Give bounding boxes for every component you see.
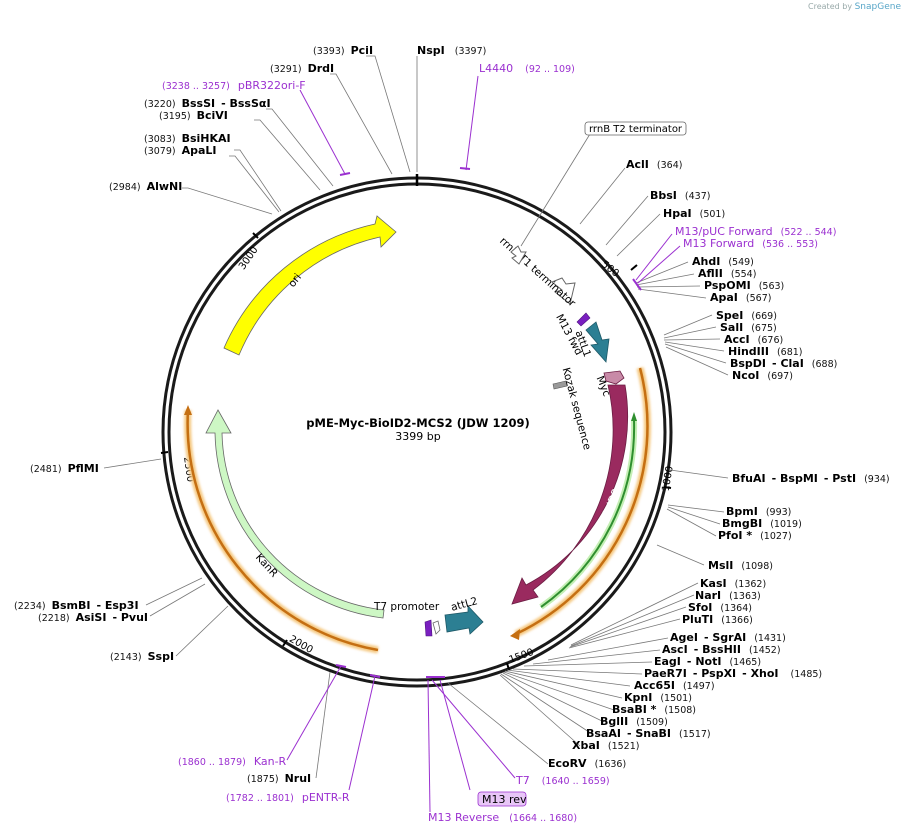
primer-m13-rev[interactable]: M13 rev: [482, 793, 527, 806]
plasmid-length: 3399 bp: [395, 430, 440, 443]
enzyme-pcii[interactable]: (3393)PciI: [313, 44, 373, 57]
enzyme-apai[interactable]: ApaI(567): [710, 291, 771, 304]
enzyme-bspdi[interactable]: BspDI- ClaI(688): [730, 357, 837, 370]
attl2-arrow[interactable]: [444, 604, 484, 635]
rrnb-t2-arrow[interactable]: [510, 245, 527, 265]
bioid2-arrow[interactable]: [511, 384, 629, 605]
enzyme-asisi[interactable]: (2218)AsiSI- PvuI: [38, 611, 148, 624]
enzyme-nrui[interactable]: (1875)NruI: [247, 772, 311, 785]
kozak-label: Kozak sequence: [560, 366, 594, 451]
enzyme-bsaai[interactable]: BsaAI- SnaBI(1517): [586, 727, 711, 740]
primer-labels: L4440(92 .. 109) (3238 .. 3257)pBR322ori…: [162, 62, 836, 824]
enzyme-acci[interactable]: AccI(676): [724, 333, 783, 346]
enzyme-labels: (3393)PciI NspI(3397) (3291)DrdI (3220)B…: [14, 44, 890, 785]
tick-mark: [506, 662, 510, 671]
tick-mark: [282, 639, 288, 647]
kozak-mark[interactable]: [552, 380, 568, 390]
enzyme-leaders: [103, 55, 729, 779]
enzyme-bsihkai[interactable]: (3083)BsiHKAI: [144, 132, 231, 145]
green-feature[interactable]: [540, 419, 636, 608]
enzyme-agei[interactable]: AgeI- SgrAI(1431): [670, 631, 786, 644]
snapgene-credit: Created by SnapGene: [808, 2, 901, 12]
plasmid-name: pME-Myc-BioID2-MCS2 (JDW 1209): [306, 416, 529, 430]
enzyme-kpni[interactable]: KpnI(1501): [624, 691, 692, 704]
tick-mark: [160, 451, 169, 454]
enzyme-pluti[interactable]: PluTI(1366): [682, 613, 753, 626]
enzyme-nspi[interactable]: NspI(3397): [417, 44, 486, 57]
primer-pbr322ori-f[interactable]: (3238 .. 3257)pBR322ori-F: [162, 79, 306, 92]
enzyme-xbai[interactable]: XbaI(1521): [572, 739, 639, 752]
primer-leaders: [286, 75, 681, 813]
enzyme-bsssi[interactable]: (3220)BssSI- BssSαI: [144, 97, 271, 110]
enzyme-hpai[interactable]: HpaI(501): [663, 207, 725, 220]
m13-rev-highlight: [477, 791, 527, 807]
enzyme-kasi[interactable]: KasI(1362): [700, 577, 766, 590]
primer-m13-forward[interactable]: M13 Forward(536 .. 553): [683, 237, 818, 250]
enzyme-hindiii[interactable]: HindIII(681): [728, 345, 803, 358]
enzyme-drdi[interactable]: (3291)DrdI: [270, 62, 334, 75]
tick-mark: [630, 264, 638, 271]
t7-promoter-label: T7 promoter: [373, 601, 440, 613]
enzyme-sali[interactable]: SalI(675): [720, 321, 777, 334]
features: ori KanR BioID2 Myc attL1 M13 fwd rrnB T…: [184, 121, 687, 654]
enzyme-ecorv[interactable]: EcoRV(1636): [548, 757, 626, 770]
t7-promoter-arrow[interactable]: [432, 620, 441, 635]
rrnb-t2-label: rrnB T2 terminator: [589, 124, 683, 135]
rrnb-t1-label: rrnB T1 terminator: [497, 235, 578, 310]
m13-fwd-arrow[interactable]: [576, 312, 591, 327]
enzyme-paer7i[interactable]: PaeR7I- PspXI- XhoI(1485): [644, 667, 822, 680]
enzyme-asci[interactable]: AscI- BssHII(1452): [662, 643, 781, 656]
enzyme-spei[interactable]: SpeI(669): [716, 309, 777, 322]
primer-m13-reverse[interactable]: M13 Reverse(1664 .. 1680): [428, 811, 577, 824]
tick-mark: [252, 232, 259, 239]
enzyme-bsmbi[interactable]: (2234)BsmBI- Esp3I: [14, 599, 139, 612]
enzyme-sfoi[interactable]: SfoI(1364): [688, 601, 752, 614]
enzyme-msli[interactable]: MslI(1098): [708, 559, 773, 572]
enzyme-bbsi[interactable]: BbsI(437): [650, 189, 710, 202]
primer-t7[interactable]: T7(1640 .. 1659): [515, 774, 610, 787]
enzyme-acc65i[interactable]: Acc65I(1497): [634, 679, 715, 692]
primer-l4440[interactable]: L4440(92 .. 109): [479, 62, 575, 75]
enzyme-sspi[interactable]: (2143)SspI: [110, 650, 174, 663]
primer-m13-puc-forward[interactable]: M13/pUC Forward(522 .. 544): [675, 225, 836, 238]
enzyme-ncoi[interactable]: NcoI(697): [732, 369, 793, 382]
enzyme-acli[interactable]: AclI(364): [626, 158, 682, 171]
tick-label-1000: 1000: [661, 465, 676, 492]
attl1-arrow[interactable]: [585, 321, 610, 363]
attl2-label: attL2: [450, 595, 479, 614]
myc-arrow[interactable]: [603, 370, 625, 385]
primer-kan-r[interactable]: (1860 .. 1879)Kan-R: [178, 755, 287, 768]
enzyme-apali[interactable]: (3079)ApaLI: [144, 144, 217, 157]
enzyme-eagi[interactable]: EagI- NotI(1465): [654, 655, 761, 668]
ori-arrow[interactable]: [223, 215, 397, 356]
tick-mark: [663, 486, 672, 489]
t7-primer-mark[interactable]: [424, 619, 433, 637]
enzyme-aflii[interactable]: AflII(554): [698, 267, 756, 280]
enzyme-bfuai[interactable]: BfuAI- BspMI- PstI(934): [732, 472, 890, 485]
enzyme-pfoi[interactable]: PfoI *(1027): [718, 529, 792, 542]
enzyme-bpmi[interactable]: BpmI(993): [726, 505, 791, 518]
enzyme-bcivi[interactable]: (3195)BciVI: [159, 109, 228, 122]
rrnb-t2-leader: [520, 133, 591, 247]
credit-text: Created by: [808, 2, 853, 11]
orange-feature-right[interactable]: [515, 367, 649, 636]
snapgene-logo: SnapGene: [854, 2, 901, 12]
enzyme-alwni[interactable]: (2984)AlwNI: [109, 180, 182, 193]
enzyme-ahdi[interactable]: AhdI(549): [692, 255, 754, 268]
enzyme-nari[interactable]: NarI(1363): [695, 589, 761, 602]
rrnb-t2-box: [584, 121, 687, 136]
enzyme-bglii[interactable]: BglII(1509): [600, 715, 668, 728]
orange-feature-left[interactable]: [186, 409, 379, 652]
kanr-arrow[interactable]: [205, 409, 385, 619]
enzyme-pspomi[interactable]: PspOMI(563): [704, 279, 784, 292]
rrnb-t1-arrow[interactable]: [551, 277, 576, 305]
enzyme-bmgbi[interactable]: BmgBI(1019): [722, 517, 802, 530]
enzyme-pflmi[interactable]: (2481)PflMI: [30, 462, 99, 475]
backbone: [161, 174, 673, 688]
primer-pentr-r[interactable]: (1782 .. 1801)pENTR-R: [226, 791, 350, 804]
enzyme-bsabi[interactable]: BsaBI *(1508): [612, 703, 696, 716]
